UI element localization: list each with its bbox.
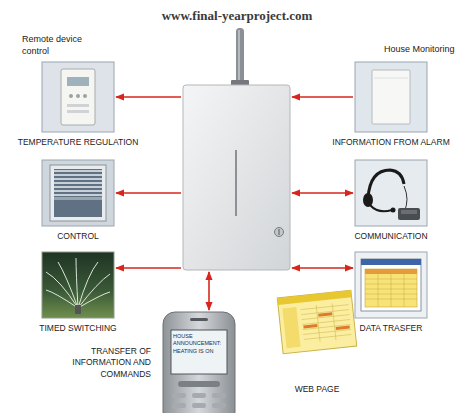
software-window-picture (355, 252, 427, 318)
mobile-phone (163, 312, 235, 413)
phone-screen-text: HOUSE ANNOUNCEMENT: HEATING IS ON (171, 330, 227, 374)
software-box: DATA TRASFER (355, 252, 427, 318)
antenna (231, 28, 249, 88)
phone-box: TRANSFER OF INFORMATION AND COMMANDSHOUS… (163, 312, 235, 413)
group-heading: Remote device control (22, 34, 94, 57)
gsm-device-box (183, 85, 290, 270)
headset-picture (355, 160, 427, 226)
red-arrow (116, 96, 181, 98)
sprinkler-box: TIMED SWITCHING (42, 252, 114, 318)
web-page-picture (277, 290, 356, 353)
alarm-panel-picture (355, 62, 427, 132)
red-arrow (116, 267, 181, 269)
picture-caption: TIMED SWITCHING (39, 323, 116, 333)
picture-caption: DATA TRASFER (360, 323, 423, 333)
blinds-box: CONTROL (42, 160, 114, 226)
picture-caption: WEB PAGE (295, 384, 340, 394)
alarm-box: INFORMATION FROM ALARM (355, 62, 427, 132)
picture-caption: CONTROL (57, 231, 99, 241)
red-arrow (208, 272, 210, 310)
thermostat-box: TEMPERATURE REGULATION (42, 62, 114, 132)
red-arrow (292, 267, 353, 269)
red-arrow (116, 192, 181, 194)
web-page-box: WEB PAGE (278, 292, 356, 352)
group-heading: House Monitoring (384, 44, 455, 54)
picture-caption: INFORMATION FROM ALARM (332, 137, 449, 147)
headset-box: COMMUNICATION (355, 160, 427, 226)
picture-caption: TEMPERATURE REGULATION (18, 137, 139, 147)
picture-caption: TRANSFER OF INFORMATION AND COMMANDS (59, 346, 151, 380)
thermostat-picture (42, 62, 114, 132)
gsm-device (183, 85, 290, 270)
picture-caption: COMMUNICATION (354, 231, 427, 241)
blinds-picture (42, 160, 114, 226)
red-arrow (292, 96, 353, 98)
watermark: www.final-yearproject.com (0, 8, 474, 24)
sprinkler-picture (42, 252, 114, 318)
red-arrow (292, 192, 353, 194)
